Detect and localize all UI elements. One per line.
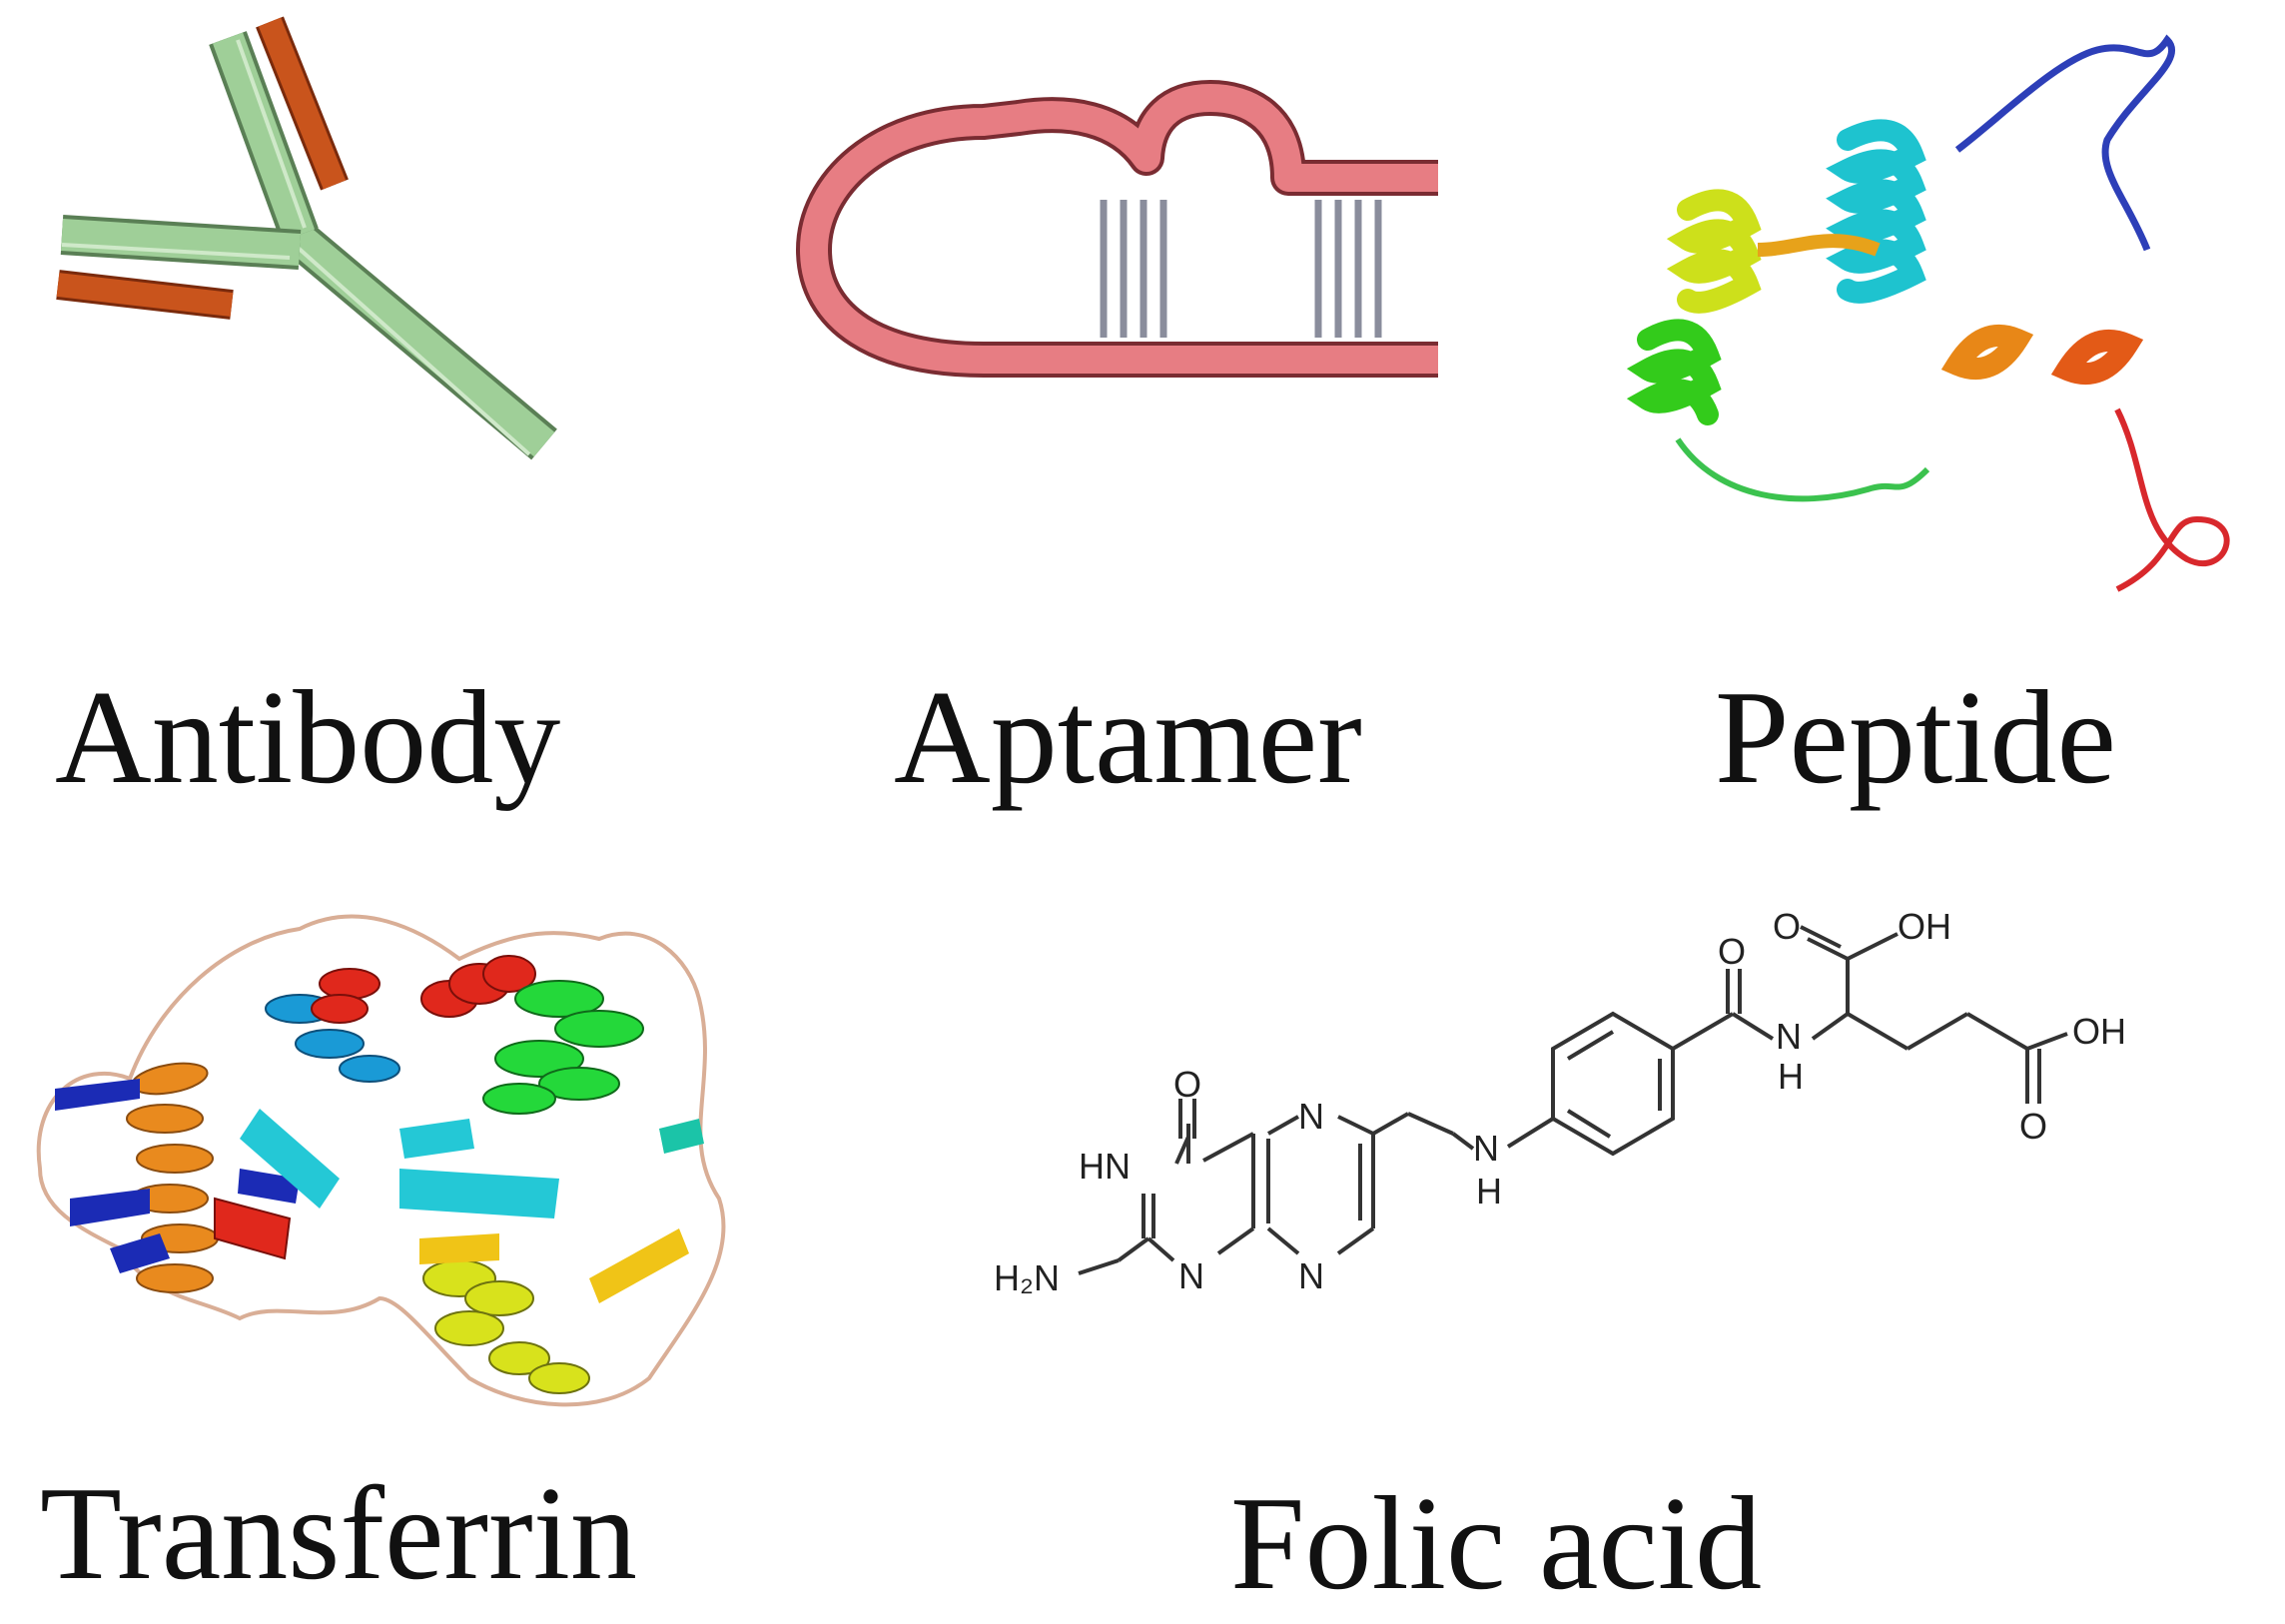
antibody-label: Antibody [55,663,560,811]
transferrin-illustration [36,914,726,1407]
atom-n-amine: N [1473,1128,1499,1169]
antibody-chains [60,31,557,460]
antibody-antigens [56,16,349,320]
peptide-illustration [1626,34,2230,592]
atom-n-amide: N [1776,1016,1802,1057]
aptamer-base-pairs [1100,200,1382,338]
atom-oh-right: OH [2072,1011,2126,1052]
transferrin-coils [36,914,726,1407]
folic-acid-label: Folic acid [1230,1469,1762,1617]
atom-n-ring-bottom-left: N [1178,1255,1204,1296]
peptide-label: Peptide [1715,663,2116,811]
atom-o-pteridine: O [1173,1064,1201,1105]
aptamer-label: Aptamer [894,663,1362,811]
atom-o-acid-bottom: O [2019,1106,2047,1147]
atom-n-ring-top: N [1298,1096,1324,1137]
atom-hn-ring: HN [1079,1146,1131,1187]
folic-acid-structure [1078,925,2068,1275]
aptamer-illustration [796,80,1438,378]
atom-h-amide: H [1778,1056,1804,1097]
folic-acid-atom-labels: O OH O N H OH O O N H N HN N N H₂N [994,906,2126,1298]
atom-o-carbonyl-acid: O [1773,906,1801,947]
antibody-illustration [56,16,557,460]
atom-oh-top: OH [1898,906,1951,947]
atom-h-amine: H [1476,1171,1502,1212]
atom-h2n: H₂N [994,1257,1060,1298]
peptide-helices [1626,119,2144,502]
peptide-red-tail [2114,407,2230,592]
atom-n-ring-bottom-right: N [1298,1255,1324,1296]
transferrin-label: Transferrin [40,1459,637,1607]
atom-o-amide: O [1718,931,1746,972]
peptide-blue-tail [1954,34,2176,252]
